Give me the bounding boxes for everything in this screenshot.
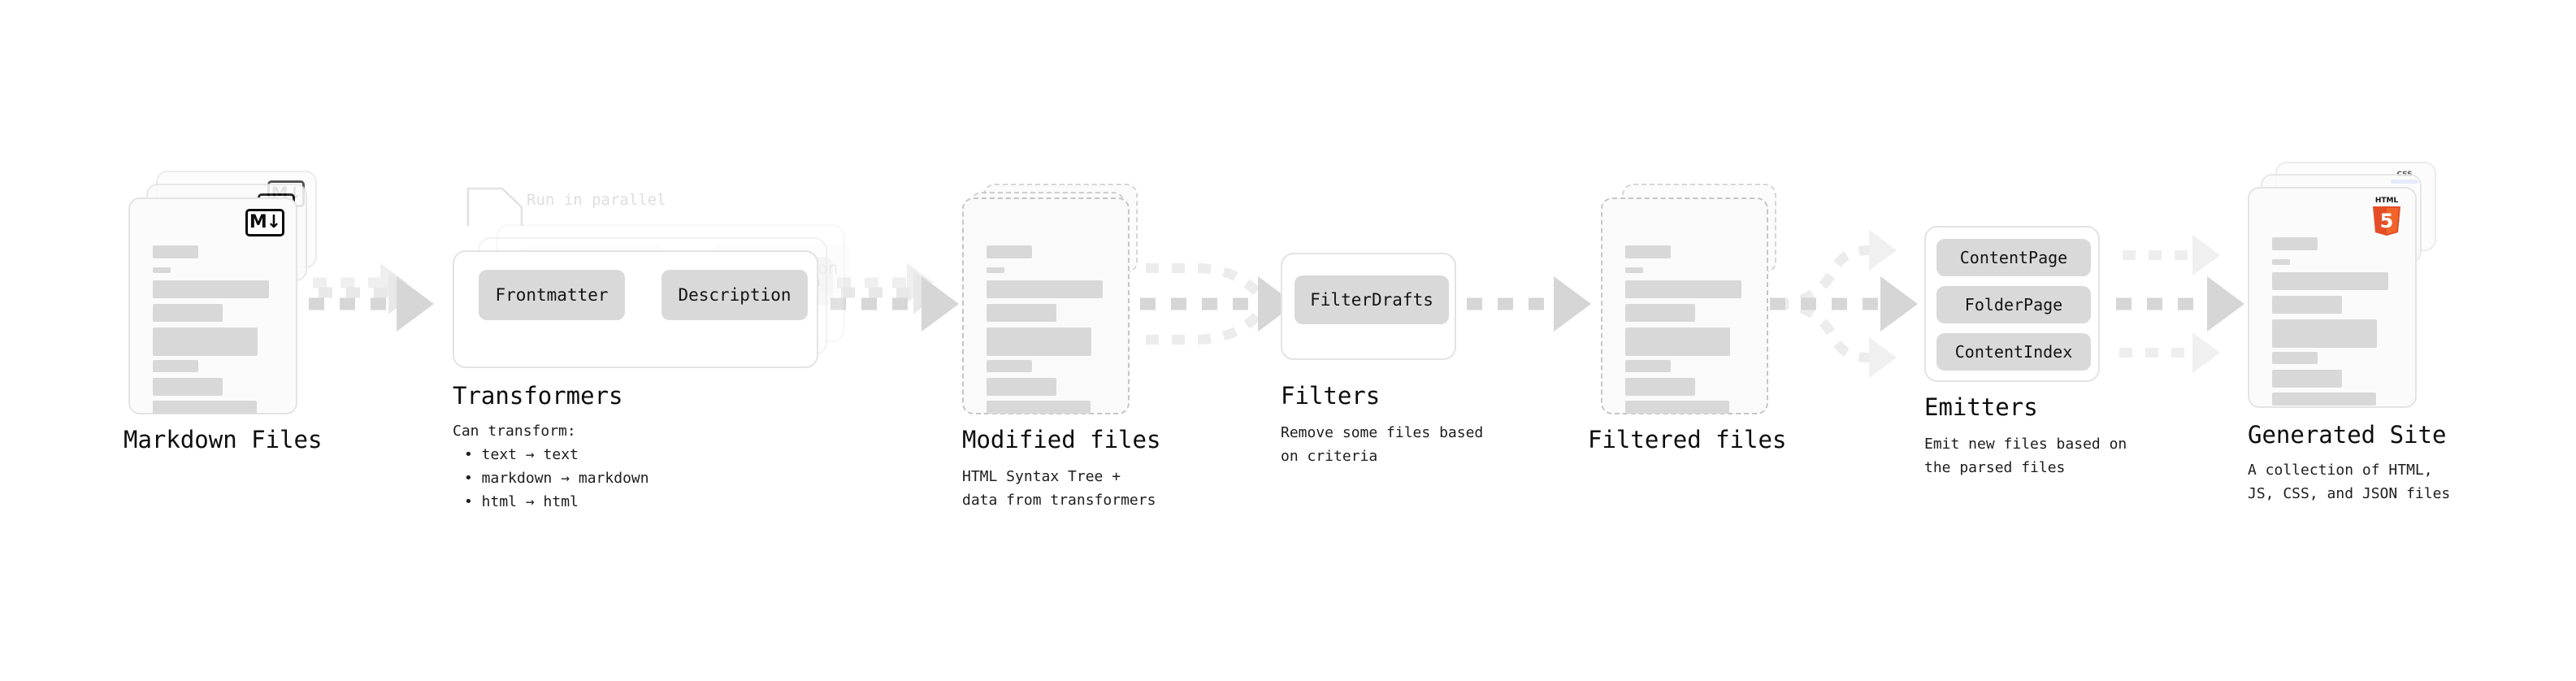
skeleton-bar [153,267,171,273]
skeleton-bar [153,304,223,322]
svg-text:5: 5 [2380,210,2394,232]
skeleton-bar [2272,393,2376,406]
run-in-parallel-leader [466,187,523,226]
skeleton-bar [987,304,1056,322]
arrow-emitters-to-site [2116,234,2244,374]
stage-caption-transformers-2: • markdown → markdown [464,470,649,487]
skeleton-bar [1625,401,1729,414]
skeleton-bar [987,401,1091,414]
stage-caption-site-1: JS, CSS, and JSON files [2248,485,2451,502]
skeleton-bar [2272,370,2342,388]
markdown-card-front: M↓ [128,197,297,414]
skeleton-bar [1625,280,1741,298]
stage-caption-emitters-0: Emit new files based on [1924,436,2127,453]
skeleton-bar [987,360,1032,372]
stage-caption-emitters-1: the parsed files [1924,459,2066,476]
emitter-chip-contentindex[interactable]: ContentIndex [1936,333,2091,371]
skeleton-bar [153,245,198,258]
stage-caption-modified-0: HTML Syntax Tree + [962,468,1121,485]
stage-caption-transformers-1: • text → text [464,446,579,463]
stage-title-transformers: Transformers [453,382,623,410]
stage-caption-transformers-0: Can transform: [453,423,576,440]
skeleton-bar [1625,304,1695,322]
skeleton-bar [2272,319,2377,348]
arrow-filters-to-filtered [1467,276,1591,332]
skeleton-bar [1625,267,1643,273]
skeleton-bar [987,280,1103,298]
filtered-card-front [1601,197,1768,414]
site-card-front-html: HTML 5 [2248,187,2417,408]
skeleton-bar [1625,360,1671,372]
skeleton-bar [987,327,1091,356]
modified-card-front [962,197,1130,414]
stage-title-generated-site: Generated Site [2248,421,2447,449]
stage-title-filters: Filters [1281,382,1381,410]
stage-title-modified-files: Modified files [962,426,1161,453]
skeleton-bar [1625,378,1695,396]
skeleton-bar [2272,237,2318,250]
arrow-modified-to-filters [1140,263,1295,345]
stage-caption-site-0: A collection of HTML, [2248,462,2433,479]
skeleton-bar [1625,245,1671,258]
emitter-chip-folderpage[interactable]: FolderPage [1936,286,2091,323]
skeleton-bar [987,267,1004,273]
stage-caption-filters-1: on criteria [1281,448,1378,465]
markdown-badge: M↓ [245,209,284,236]
skeleton-bar [2272,259,2290,265]
skeleton-bar [987,378,1056,396]
emitters-group[interactable]: ContentPage FolderPage ContentIndex [1924,226,2100,382]
skeleton-bar [987,245,1032,258]
filters-group[interactable]: FilterDrafts [1281,253,1456,360]
emitter-chip-contentpage[interactable]: ContentPage [1936,239,2091,276]
skeleton-bar [1625,327,1730,356]
skeleton-bar [153,327,258,356]
html5-icon: HTML 5 [2373,197,2400,236]
skeleton-bar [2272,296,2342,314]
filter-chip-filterdrafts[interactable]: FilterDrafts [1295,275,1449,324]
stage-caption-transformers-3: • html → html [464,493,579,510]
stage-title-emitters: Emitters [1924,393,2038,421]
stage-caption-modified-1: data from transformers [962,492,1156,509]
transformer-chip-frontmatter[interactable]: Frontmatter [479,270,625,320]
skeleton-bar [153,280,269,298]
transformer-chip-description[interactable]: Description [661,270,808,320]
svg-text:HTML: HTML [2375,197,2399,205]
skeleton-bar [2272,272,2388,290]
stage-caption-filters-0: Remove some files based [1281,424,1484,441]
stage-title-filtered-files: Filtered files [1588,426,1787,453]
arrow-filtered-to-emitters [1770,229,1918,379]
run-in-parallel-label: Run in parallel [527,191,666,209]
skeleton-bar [153,401,257,414]
transformer-group-front[interactable]: Frontmatter Description [453,250,818,368]
arrow-md-to-transformers [309,262,434,332]
stage-title-markdown-files: Markdown Files [124,426,323,453]
skeleton-bar [153,378,223,396]
skeleton-bar [2272,352,2318,364]
skeleton-bar [153,360,198,372]
